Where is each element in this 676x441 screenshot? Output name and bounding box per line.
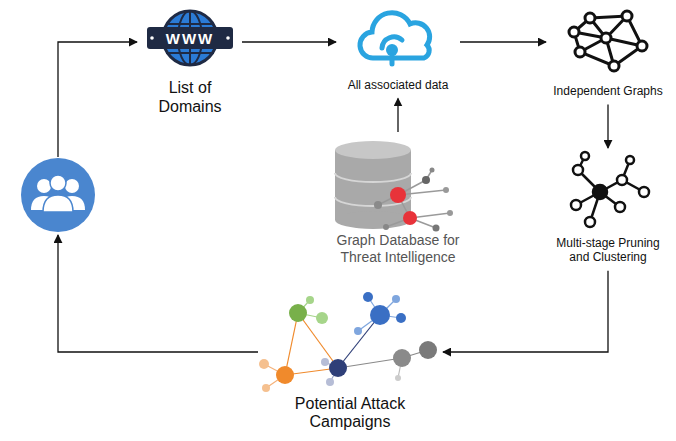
cluster-icon	[571, 152, 649, 227]
campaign-graph-part	[289, 304, 307, 322]
database-icon-part	[433, 225, 440, 232]
www-icon	[147, 11, 233, 65]
graphs-node: Independent Graphs	[548, 8, 668, 102]
campaign-graph-part	[306, 296, 314, 304]
campaign-graph-part	[262, 384, 270, 392]
www-icon-part	[226, 36, 230, 40]
node-label: Potential Attack Campaigns	[260, 395, 440, 432]
campaign-graph-part-part	[285, 313, 298, 375]
campaign-graph-part	[326, 378, 334, 386]
database-icon-part	[335, 141, 411, 159]
campaign-graph-part	[363, 292, 373, 302]
www-icon-part	[147, 27, 233, 49]
campaign-graph-part	[329, 359, 347, 377]
database-icon-part	[390, 187, 406, 203]
users-icon-part	[43, 195, 73, 212]
database-icon-part	[443, 187, 449, 193]
users-icon-part	[65, 179, 79, 193]
database-icon-part	[335, 173, 411, 206]
cloud-icon-part	[360, 13, 430, 58]
node-label: List of Domains	[140, 78, 240, 116]
flow-arrow	[242, 41, 336, 42]
campaign-graph-part	[396, 313, 406, 323]
node-label: Independent Graphs	[548, 84, 668, 98]
database-icon-part	[430, 168, 435, 173]
flow-arrow	[443, 271, 608, 352]
cloud-icon-part	[390, 56, 395, 64]
graph-icon-part	[622, 11, 632, 21]
feedback-line-part	[58, 42, 137, 157]
feedback-line-part	[58, 235, 258, 352]
campaign-graph	[259, 292, 437, 392]
cluster-icon-part	[581, 152, 589, 160]
database-icon-part	[447, 210, 453, 216]
www-icon-part	[150, 36, 154, 40]
flow-arrow	[607, 104, 608, 148]
campaign-graph-part	[259, 359, 269, 369]
campaign-graph-part	[264, 297, 428, 388]
cluster-icon-part	[617, 175, 627, 185]
database-icon-part	[335, 150, 411, 220]
flow-arrow	[397, 98, 398, 132]
node-label: All associated data	[338, 78, 458, 92]
campaign-graph-part	[276, 366, 294, 384]
database-icon	[335, 141, 453, 232]
data-node: All associated data	[338, 8, 458, 96]
campaign-graph-part	[392, 295, 400, 303]
graph-icon	[569, 11, 647, 71]
users-icon-part	[21, 158, 95, 232]
campaign-graph-part	[419, 341, 437, 359]
database-icon-part	[378, 170, 450, 228]
users-icon-part	[37, 179, 51, 193]
cluster-icon-part	[639, 187, 649, 197]
database-icon-part	[403, 211, 417, 225]
cluster-icon-part	[615, 202, 625, 212]
www-icon-part	[166, 23, 214, 25]
node-label: Multi-stage Pruning and Clustering	[545, 236, 671, 265]
campaign-graph-part	[370, 305, 390, 325]
cluster-icon-part	[626, 156, 634, 164]
node-label: Graph Database for Threat Intelligence	[318, 232, 478, 266]
graph-icon-part	[569, 27, 579, 37]
campaigns-node: Potential Attack Campaigns	[260, 285, 440, 436]
campaign-graph-part-part	[338, 315, 380, 368]
cluster-icon-part	[593, 185, 607, 199]
graph-icon-part	[574, 16, 642, 66]
database-icon-part	[374, 201, 382, 209]
domains-node: List of Domains	[140, 8, 240, 120]
flow-arrow	[460, 41, 546, 42]
www-icon-part	[166, 52, 214, 54]
graph-icon-part	[609, 61, 619, 71]
cluster-icon-part	[585, 217, 595, 227]
campaign-graph-part	[395, 375, 401, 381]
users-icon-part	[50, 175, 66, 191]
campaign-graph-part	[354, 327, 362, 335]
graph-icon-part	[575, 47, 585, 57]
cluster-icon-part	[571, 200, 581, 210]
database-node: Graph Database for Threat Intelligence	[318, 134, 478, 270]
cloud-icon	[360, 13, 430, 64]
graph-icon-part	[601, 33, 611, 43]
campaign-graph-part	[321, 358, 329, 366]
www-text: WWW	[147, 27, 233, 49]
database-icon-part	[422, 176, 430, 184]
campaign-graph-part-part	[298, 313, 338, 368]
graph-icon-part	[637, 41, 647, 51]
campaign-graph-part	[393, 349, 411, 367]
database-icon-part	[335, 211, 411, 229]
users-icon	[21, 158, 95, 232]
cluster-icon-part	[573, 165, 583, 175]
cluster-icon-part	[576, 156, 644, 222]
campaign-graph-part-part	[338, 358, 402, 368]
database-icon-part	[383, 224, 389, 230]
graph-icon-part	[585, 13, 595, 23]
campaign-graph-part	[316, 312, 328, 324]
pruning-node: Multi-stage Pruning and Clustering	[545, 150, 671, 269]
